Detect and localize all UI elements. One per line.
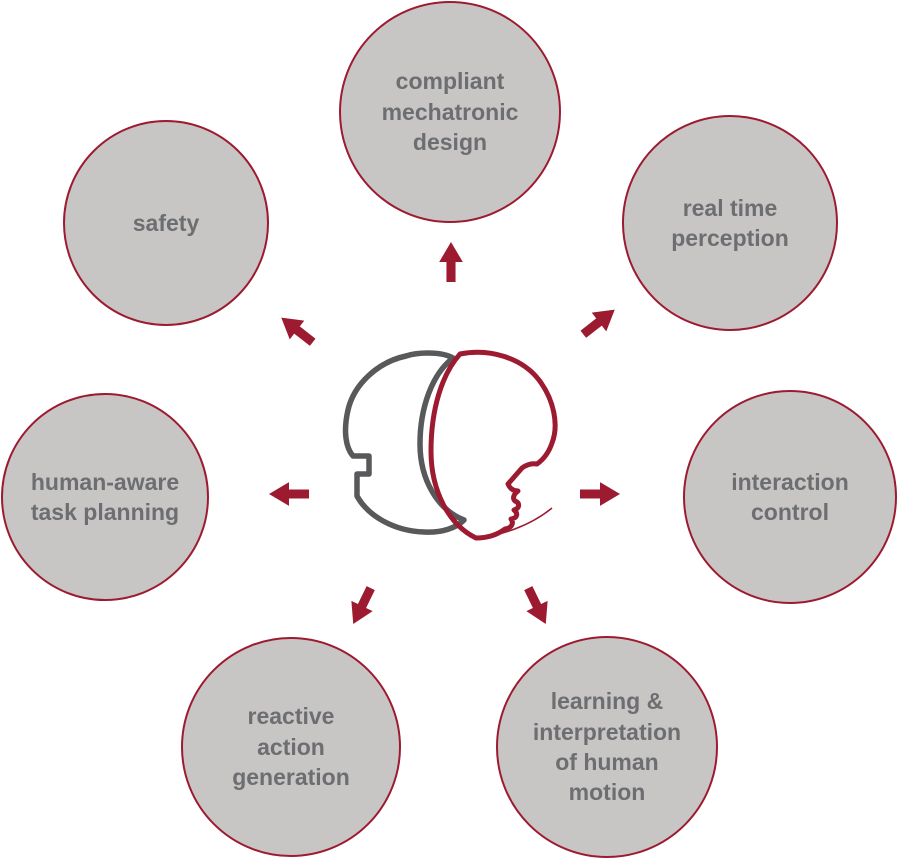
node-label: learning & interpretation of human motio… — [532, 688, 682, 806]
arrow-down-right-icon — [517, 582, 558, 629]
node-reactive-action-generation: reactive action generation — [181, 637, 401, 857]
two-face-profiles-icon — [342, 349, 558, 541]
arrow-down-left-icon — [342, 582, 383, 629]
center-logo — [338, 348, 568, 544]
node-human-aware-task-planning: human-aware task planning — [1, 393, 209, 601]
arrow-up-left-icon — [273, 307, 321, 352]
robot-profile-icon — [342, 350, 467, 535]
collar-line-icon — [475, 507, 553, 539]
node-compliant-mechatronic-design: compliant mechatronic design — [339, 1, 561, 223]
node-learning-interpretation-of-human-motion: learning & interpretation of human motio… — [496, 636, 718, 858]
node-safety: safety — [63, 120, 269, 326]
arrow-right-icon — [580, 481, 620, 507]
node-label: interaction control — [731, 468, 849, 525]
node-label: compliant mechatronic design — [381, 68, 519, 156]
node-real-time-perception: real time perception — [622, 115, 838, 331]
node-label: real time perception — [671, 194, 789, 251]
node-label: human-aware task planning — [30, 468, 180, 525]
arrow-up-right-icon — [575, 299, 623, 344]
node-interaction-control: interaction control — [683, 390, 897, 604]
arrow-up-icon — [438, 242, 464, 282]
node-label: safety — [132, 209, 200, 236]
human-profile-icon — [428, 349, 558, 541]
node-label: reactive action generation — [232, 703, 350, 791]
arrow-left-icon — [269, 481, 309, 507]
